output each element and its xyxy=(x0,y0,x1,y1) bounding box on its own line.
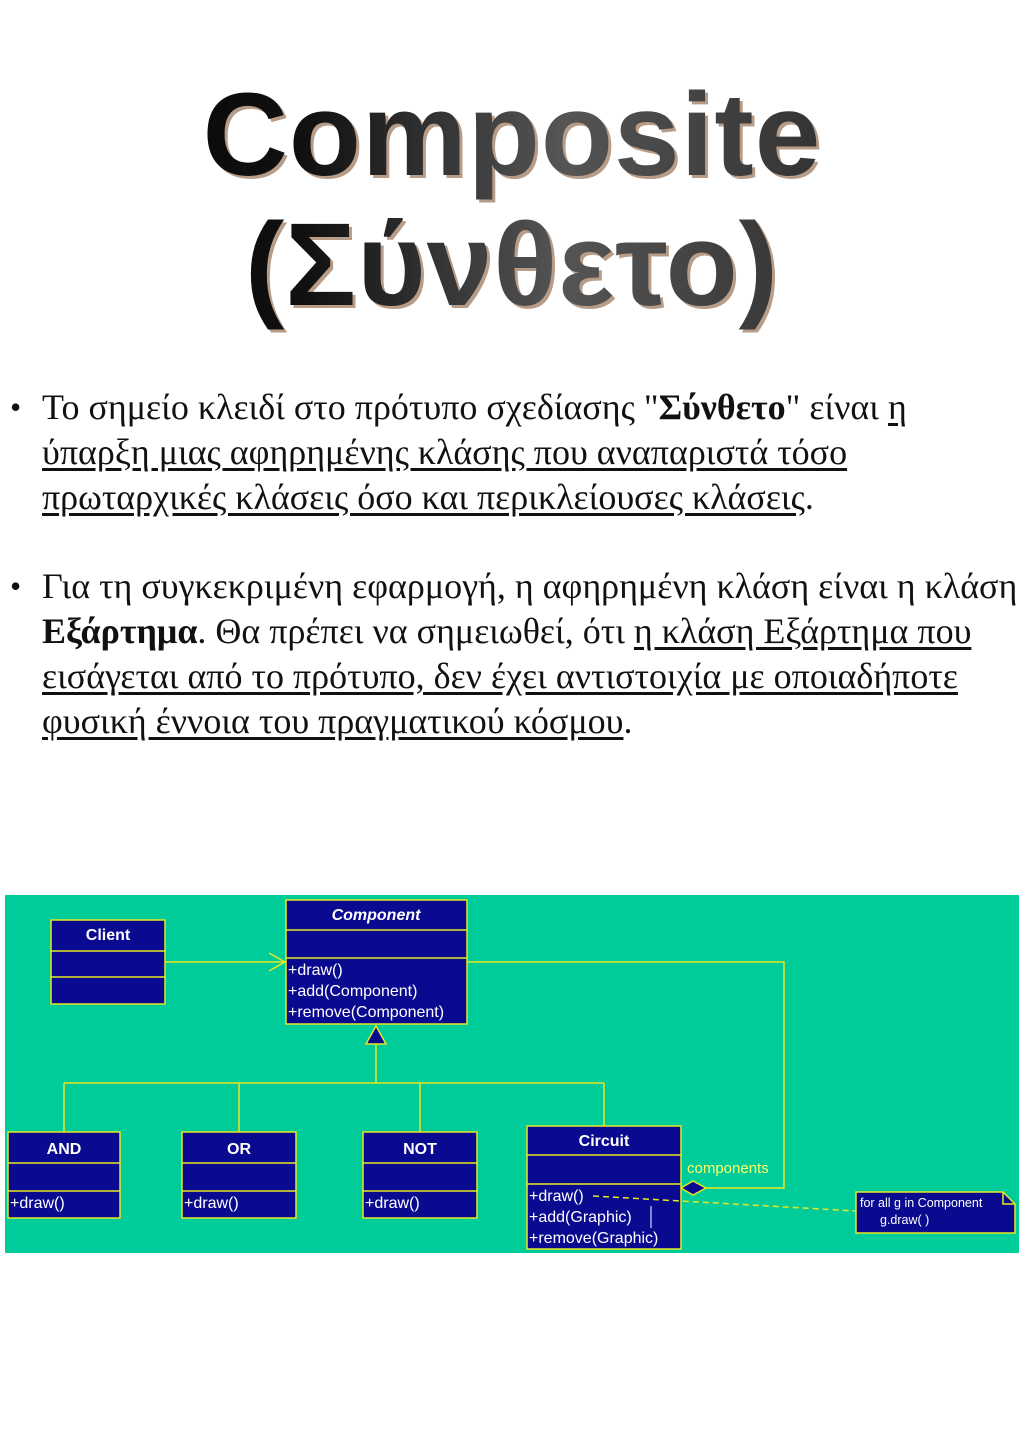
association-client-component xyxy=(165,952,287,972)
page-title: Composite (Σύνθετο) xyxy=(0,70,1024,330)
bullet-item-1: • Το σημείο κλειδί στο πρότυπο σχεδίασης… xyxy=(10,385,1020,520)
bullet-1-bold: Σύνθετο xyxy=(658,387,786,427)
circuit-method-draw: +draw() xyxy=(529,1188,584,1205)
note-box: for all g in Component g.draw( ) xyxy=(855,1191,1016,1234)
aggregation-components xyxy=(467,961,785,1196)
class-not-name: NOT xyxy=(403,1141,437,1158)
class-client-name: Client xyxy=(86,927,131,944)
bullet-1-end: . xyxy=(804,477,814,517)
uml-class-diagram: Client Component +draw() +add(Component)… xyxy=(5,895,1019,1253)
note-line-2: g.draw( ) xyxy=(880,1213,929,1227)
component-method-draw: +draw() xyxy=(288,962,343,979)
bullet-1-text-b: " είναι xyxy=(785,387,888,427)
class-and: AND +draw() xyxy=(7,1131,121,1219)
or-method-draw: +draw() xyxy=(184,1195,239,1212)
class-circuit: Circuit +draw() +add(Graphic) +remove(Gr… xyxy=(526,1125,682,1250)
component-method-add: +add(Component) xyxy=(288,983,417,1000)
class-circuit-name: Circuit xyxy=(579,1133,630,1150)
class-component: Component +draw() +add(Component) +remov… xyxy=(285,899,468,1025)
diagram-background xyxy=(5,895,1019,1253)
inheritance-lines xyxy=(63,1024,605,1132)
aggregation-diamond-icon xyxy=(679,1180,708,1196)
class-not: NOT +draw() xyxy=(362,1131,478,1219)
note-connector xyxy=(592,1195,857,1212)
class-component-name: Component xyxy=(332,907,422,924)
bullet-item-2: • Για τη συγκεκριμένη εφαρμογή, η αφηρημ… xyxy=(10,564,1020,744)
bullet-list: • Το σημείο κλειδί στο πρότυπο σχεδίασης… xyxy=(10,385,1020,788)
association-label: components xyxy=(687,1160,769,1177)
circuit-method-remove: +remove(Graphic) xyxy=(529,1230,658,1247)
bullet-2-end: . xyxy=(623,701,633,741)
note-line-1: for all g in Component xyxy=(860,1196,983,1210)
and-method-draw: +draw() xyxy=(10,1195,65,1212)
class-and-name: AND xyxy=(47,1141,82,1158)
class-or: OR +draw() xyxy=(181,1131,297,1219)
bullet-dot-icon: • xyxy=(10,389,22,425)
class-client: Client xyxy=(50,919,166,1005)
bullet-1-underlined: η ύπαρξη μιας αφηρημένης κλάσης που αναπ… xyxy=(42,387,907,517)
bullet-dot-icon: • xyxy=(10,568,22,604)
class-or-name: OR xyxy=(227,1141,251,1158)
bullet-2-bold: Εξάρτημα xyxy=(42,611,198,651)
circuit-method-add: +add(Graphic) xyxy=(529,1209,632,1226)
component-method-remove: +remove(Component) xyxy=(288,1004,444,1021)
bullet-2-text-a: Για τη συγκεκριμένη εφαρμογή, η αφηρημέν… xyxy=(42,566,1018,606)
not-method-draw: +draw() xyxy=(365,1195,420,1212)
bullet-2-text-b: . Θα πρέπει να σημειωθεί, ότι xyxy=(197,611,634,651)
bullet-1-text-a: Το σημείο κλειδί στο πρότυπο σχεδίασης " xyxy=(42,387,659,427)
bullet-2-underlined: η κλάση Εξάρτημα που εισάγεται από το πρ… xyxy=(42,611,972,741)
